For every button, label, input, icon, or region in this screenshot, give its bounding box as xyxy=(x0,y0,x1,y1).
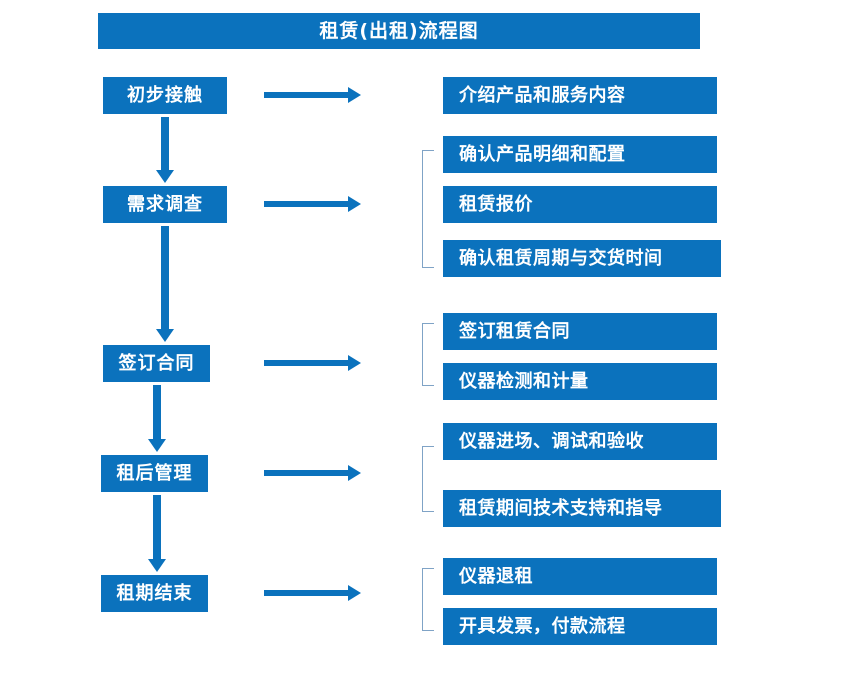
stage-box-1[interactable]: 初步接触 xyxy=(103,77,227,114)
task-box-g4-1[interactable]: 仪器进场、调试和验收 xyxy=(443,423,717,460)
flow-arrow-down-4 xyxy=(148,495,166,572)
page-title: 租赁(出租)流程图 xyxy=(98,13,700,49)
stage-box-5[interactable]: 租期结束 xyxy=(101,575,208,612)
task-box-g3-1[interactable]: 签订租赁合同 xyxy=(443,313,717,350)
task-box-g4-2[interactable]: 租赁期间技术支持和指导 xyxy=(443,490,721,527)
task-box-g1-1[interactable]: 介绍产品和服务内容 xyxy=(443,77,717,114)
flow-arrow-down-1 xyxy=(156,117,174,183)
group-bracket-5 xyxy=(422,568,434,631)
link-arrow-right-4 xyxy=(264,465,361,481)
task-box-g5-1[interactable]: 仪器退租 xyxy=(443,558,717,595)
link-arrow-right-3 xyxy=(264,355,361,371)
group-bracket-2 xyxy=(422,150,434,268)
link-arrow-right-2 xyxy=(264,196,361,212)
group-bracket-4 xyxy=(422,446,434,512)
stage-box-3[interactable]: 签订合同 xyxy=(103,345,210,382)
stage-box-4[interactable]: 租后管理 xyxy=(101,455,208,492)
link-arrow-right-1 xyxy=(264,87,361,103)
link-arrow-right-5 xyxy=(264,585,361,601)
task-box-g2-1[interactable]: 确认产品明细和配置 xyxy=(443,136,717,173)
task-box-g5-2[interactable]: 开具发票，付款流程 xyxy=(443,608,717,645)
flow-arrow-down-3 xyxy=(148,385,166,452)
task-box-g2-3[interactable]: 确认租赁周期与交货时间 xyxy=(443,240,721,277)
task-box-g2-2[interactable]: 租赁报价 xyxy=(443,186,717,223)
group-bracket-3 xyxy=(422,323,434,386)
stage-box-2[interactable]: 需求调查 xyxy=(103,186,227,223)
task-box-g3-2[interactable]: 仪器检测和计量 xyxy=(443,363,717,400)
flow-arrow-down-2 xyxy=(156,226,174,342)
